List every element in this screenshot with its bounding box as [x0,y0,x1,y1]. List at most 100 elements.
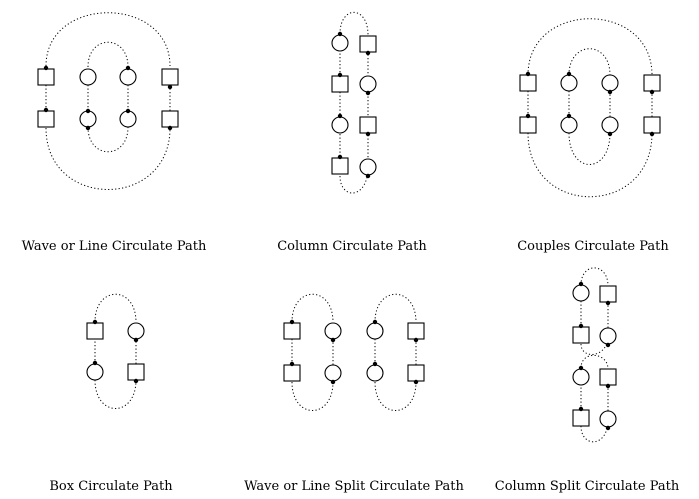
dancer-square [519,116,537,134]
dancer-circle [601,116,619,134]
dancer-square [359,116,377,134]
dancer-square [572,326,590,344]
facing-dot [607,89,613,95]
facing-dot [330,337,336,343]
dancer-square [161,68,179,86]
caption-wave-line: Wave or Line Circulate Path [22,239,207,254]
dancer-circle [359,158,377,176]
facing-dot [605,383,611,389]
facing-dot [649,89,655,95]
dancer-circle [86,363,104,381]
facing-dot [605,342,611,348]
dancer-circle [560,74,578,92]
facing-dot [566,71,572,77]
dancer-square [86,322,104,340]
facing-dot [337,72,343,78]
split-top-path-upper [580,267,609,287]
dancer-square [572,409,590,427]
facing-dot [92,319,98,325]
facing-dot [372,361,378,367]
facing-dot [578,365,584,371]
facing-dot [372,319,378,325]
facing-dot [578,281,584,287]
dancer-square [519,74,537,92]
dancer-square [37,68,55,86]
dancer-circle [359,75,377,93]
dancer-square [161,110,179,128]
dancer-circle [119,110,137,128]
dancer-square [331,157,349,175]
facing-dot [289,319,295,325]
box-path-top [94,293,137,323]
facing-dot [649,131,655,137]
column-path-top [339,11,369,36]
facing-dot [365,50,371,56]
dancer-square [599,285,617,303]
outer-path-top [45,12,171,67]
facing-dot [605,300,611,306]
facing-dot [125,108,131,114]
dancer-circle [366,364,384,382]
diagram-shapes [37,11,661,443]
facing-dot [365,131,371,137]
dancer-square [283,322,301,340]
caption-column-split: Column Split Circulate Path [495,479,680,494]
dancer-circle [324,364,342,382]
facing-dot [337,31,343,37]
facing-dot [365,90,371,96]
dancer-square [643,74,661,92]
dancer-circle [599,327,617,345]
facing-dot [337,113,343,119]
facing-dot [413,379,419,385]
inner-path-bottom [568,132,611,165]
split-right-path-top [374,293,417,323]
facing-dot [337,154,343,160]
caption-box: Box Circulate Path [49,479,173,494]
facing-dot [85,108,91,114]
dancer-circle [572,284,590,302]
facing-dot [525,113,531,119]
facing-dot [289,361,295,367]
facing-dot [566,113,572,119]
dancer-circle [127,322,145,340]
facing-dot [167,84,173,90]
dancer-circle [599,410,617,428]
dancer-square [283,364,301,382]
facing-dot [365,173,371,179]
column-path-bottom [339,166,369,194]
facing-dot [125,65,131,71]
dancer-circle [119,68,137,86]
facing-dot [607,131,613,137]
facing-dot [605,425,611,431]
facing-dot [92,360,98,366]
dancer-square [331,75,349,93]
dancer-circle [324,322,342,340]
inner-path-top [87,41,129,68]
split-bottom-path-upper [580,354,609,370]
facing-dot [85,125,91,131]
split-right-path-bottom [374,381,417,411]
dancer-square [599,368,617,386]
split-left-path-bottom [291,381,334,411]
caption-wave-split: Wave or Line Split Circulate Path [244,479,464,494]
dancer-circle [79,68,97,86]
dancer-square [407,322,425,340]
caption-couples: Couples Circulate Path [517,239,669,254]
outer-path-top [527,18,653,76]
facing-dot [578,323,584,329]
dancer-square [37,110,55,128]
dancer-square [407,364,425,382]
inner-path-top [568,48,611,76]
dancer-circle [331,116,349,134]
facing-dot [133,337,139,343]
dancer-circle [331,34,349,52]
facing-dot [578,406,584,412]
dancer-square [127,363,145,381]
facing-dot [525,71,531,77]
dancer-circle [366,322,384,340]
dancer-square [359,35,377,53]
dancer-circle [601,74,619,92]
facing-dot [413,337,419,343]
box-path-bottom [94,379,137,409]
